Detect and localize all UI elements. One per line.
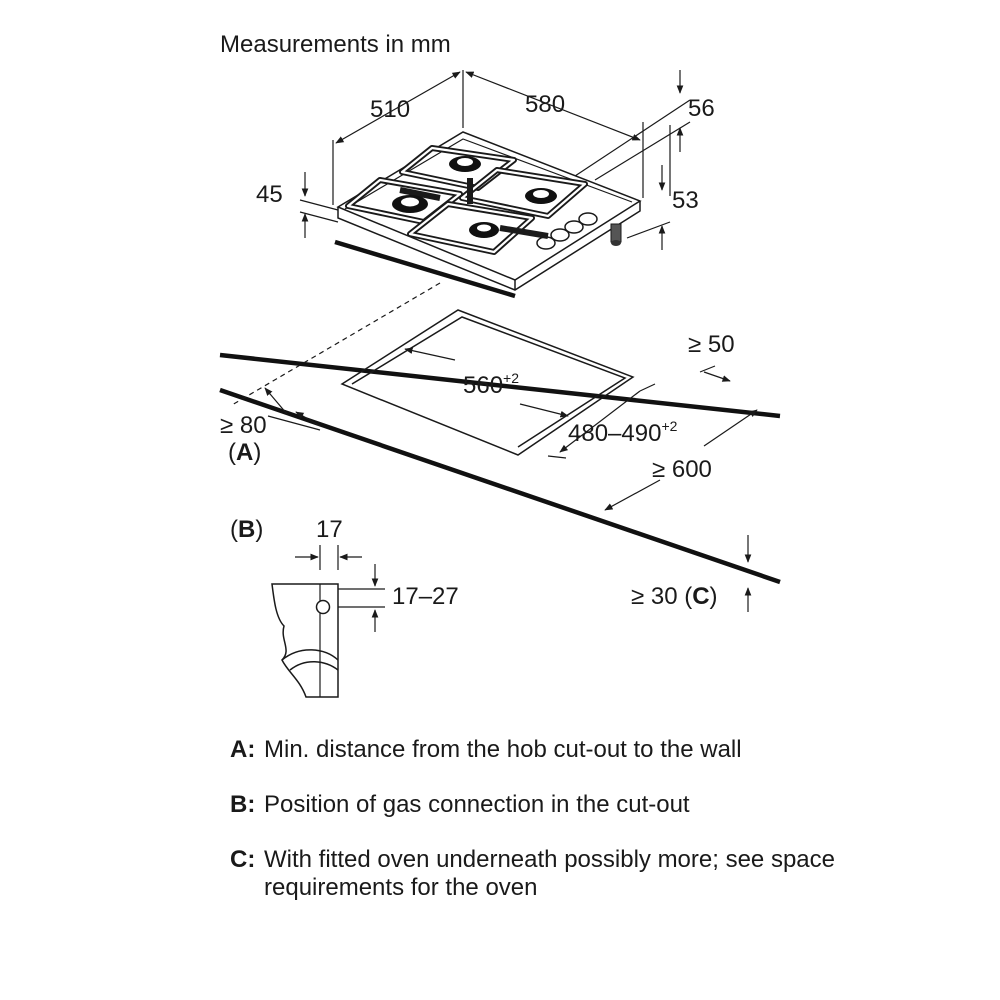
label-cutout-width: 480–490+2	[568, 418, 678, 447]
label-hob-height: 45	[256, 181, 283, 208]
note-a: A: Min. distance from the hob cut-out to…	[230, 736, 850, 764]
hob-drawing	[336, 131, 642, 291]
gas-connector	[610, 223, 622, 246]
label-worktop-depth: ≥ 600	[652, 456, 712, 483]
label-gas-offset: 17	[316, 516, 343, 543]
marker-b: (B)	[230, 516, 263, 543]
notes-list: A: Min. distance from the hob cut-out to…	[230, 736, 850, 929]
worktop-dimensions	[264, 347, 758, 612]
gas-connection-point	[315, 599, 331, 615]
label-depth: 580	[525, 91, 565, 118]
note-key: B:	[230, 791, 256, 818]
worktop-section	[271, 583, 339, 698]
note-text: With fitted oven underneath possibly mor…	[264, 846, 835, 901]
note-text: Position of gas connection in the cut-ou…	[264, 791, 690, 818]
hob-dimensions	[299, 70, 691, 250]
label-cutout-depth: 560+2	[463, 370, 519, 399]
worktop-front-edge	[219, 387, 781, 585]
label-gas-height: 53	[672, 187, 699, 214]
label-top-height: 56	[688, 95, 715, 122]
marker-a: (A)	[228, 439, 261, 466]
pan-support-grates	[345, 145, 588, 255]
control-knobs	[536, 212, 598, 250]
worktop-hidden-edge	[231, 282, 441, 406]
worktop-back-edge	[219, 352, 781, 419]
note-key: A:	[230, 736, 256, 763]
worktop-drawing	[219, 239, 781, 585]
note-c: C: With fitted oven underneath possibly …	[230, 846, 850, 902]
diagram-title: Measurements in mm	[220, 31, 451, 58]
dim-line-depth	[465, 71, 641, 141]
wall-edge-line	[334, 239, 516, 299]
dim-line-width	[335, 71, 461, 144]
burners	[392, 156, 557, 238]
label-wall-clearance: ≥ 50	[688, 331, 735, 358]
label-oven-clearance: ≥ 30 (C)	[631, 583, 718, 610]
note-b: B: Position of gas connection in the cut…	[230, 791, 850, 819]
label-width: 510	[370, 96, 410, 123]
gas-connection-detail	[271, 545, 385, 698]
note-text: Min. distance from the hob cut-out to th…	[264, 736, 742, 763]
label-front-distance: ≥ 80	[220, 412, 267, 439]
cutout-outer	[340, 309, 635, 456]
note-key: C:	[230, 846, 256, 873]
label-gas-range: 17–27	[392, 583, 459, 610]
